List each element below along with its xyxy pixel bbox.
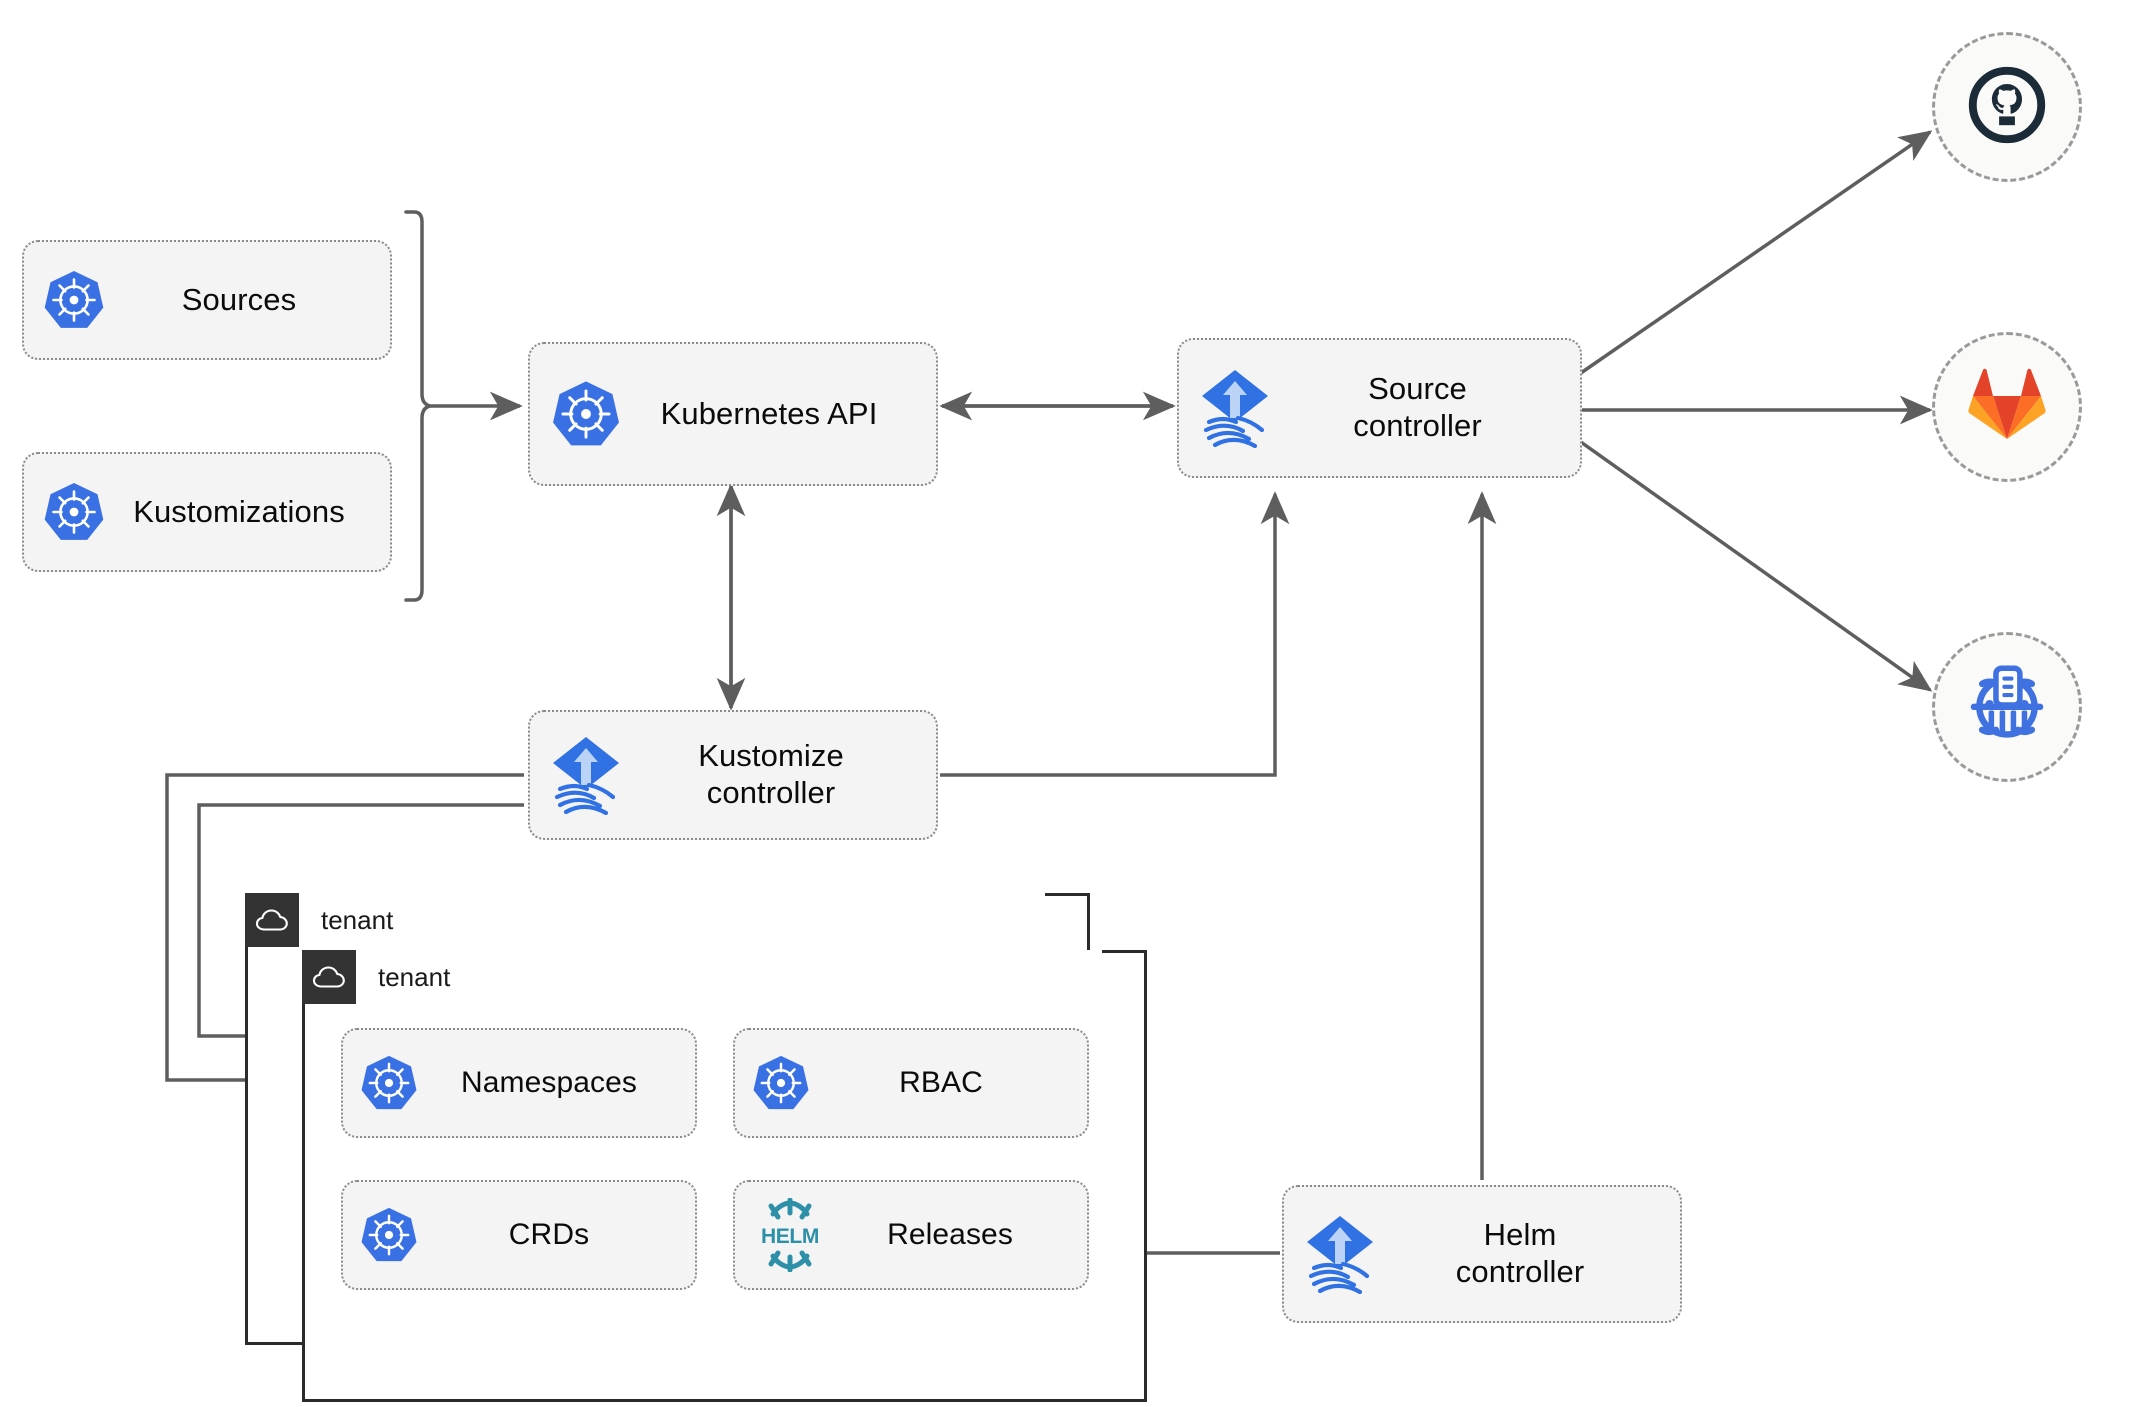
source-to-bucket-arrow <box>1576 438 1933 692</box>
tenant-outer-label: tenant <box>321 904 394 935</box>
provider-gitlab[interactable] <box>1932 332 2082 482</box>
node-source-controller[interactable]: Source controller <box>1177 338 1582 478</box>
node-crds[interactable]: CRDs <box>341 1180 697 1290</box>
node-kustomizations-label: Kustomizations <box>133 493 345 529</box>
node-helm-controller[interactable]: Helm controller <box>1282 1185 1682 1323</box>
node-kustomize-controller[interactable]: Kustomize controller <box>528 710 938 840</box>
node-namespaces-label: Namespaces <box>460 1066 638 1100</box>
flux-icon <box>1197 368 1273 448</box>
node-kustomizations[interactable]: Kustomizations <box>22 452 392 572</box>
cloud-icon <box>302 950 356 1004</box>
kubernetes-icon <box>42 268 106 332</box>
node-sources-label: Sources <box>181 281 297 317</box>
flux-icon <box>548 735 624 815</box>
provider-bucket[interactable] <box>1932 632 2082 782</box>
kubernetes-icon <box>359 1053 419 1113</box>
node-rbac-label: RBAC <box>899 1066 983 1100</box>
provider-github[interactable] <box>1932 32 2082 182</box>
tenant-inner-label: tenant <box>378 961 451 992</box>
node-kubernetes-api[interactable]: Kubernetes API <box>528 342 938 486</box>
kubernetes-icon <box>751 1053 811 1113</box>
node-namespaces[interactable]: Namespaces <box>341 1028 697 1138</box>
helm-icon: HELM <box>751 1198 829 1272</box>
cloud-icon <box>245 893 299 947</box>
node-kustomize-controller-label: Kustomize controller <box>698 738 844 810</box>
gitlab-icon <box>1965 365 2049 450</box>
node-rbac[interactable]: RBAC <box>733 1028 1089 1138</box>
bucket-icon <box>1961 659 2053 756</box>
kubernetes-icon <box>359 1205 419 1265</box>
tenant-outer-tab: tenant <box>245 893 1045 947</box>
kustomize-to-source-arrow <box>940 491 1290 777</box>
tenant-inner-frame <box>302 950 1147 1402</box>
node-source-controller-label: Source controller <box>1353 371 1482 443</box>
flux-icon <box>1302 1214 1378 1294</box>
kubernetes-icon <box>550 378 622 450</box>
source-to-github-arrow <box>1577 130 1933 377</box>
node-helm-controller-label: Helm controller <box>1455 1217 1585 1289</box>
kubernetes-icon <box>42 480 106 544</box>
node-crds-label: CRDs <box>508 1218 590 1252</box>
group-bracket <box>404 210 431 602</box>
tenant-inner-tab: tenant <box>302 950 1102 1004</box>
svg-text:HELM: HELM <box>761 1225 819 1248</box>
node-releases-label: Releases <box>887 1218 1013 1252</box>
node-releases[interactable]: HELM Releases <box>733 1180 1089 1290</box>
node-sources[interactable]: Sources <box>22 240 392 360</box>
github-icon <box>1964 62 2050 153</box>
node-kubernetes-api-label: Kubernetes API <box>660 395 878 431</box>
